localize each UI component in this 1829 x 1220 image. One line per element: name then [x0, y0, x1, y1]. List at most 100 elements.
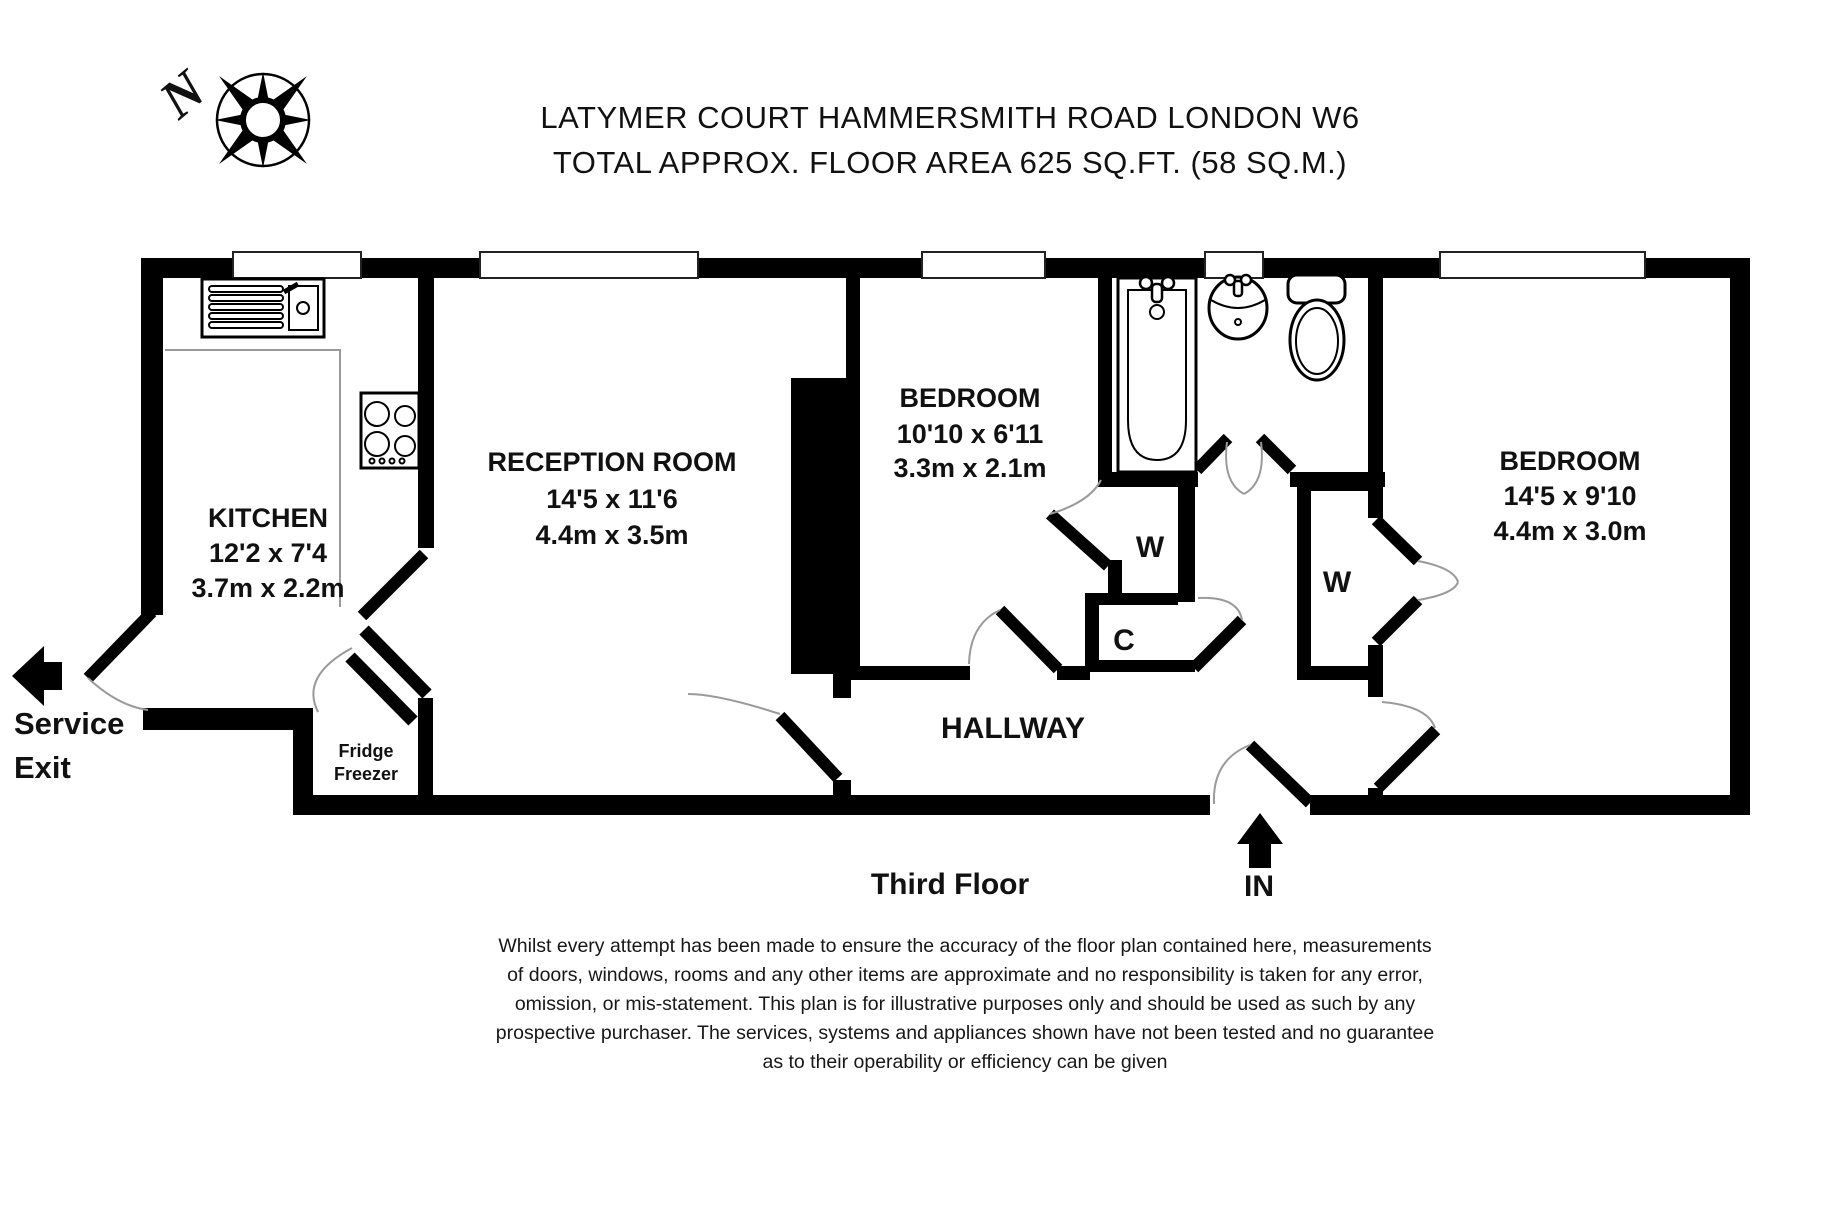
wall-fridge-diagonal: [359, 625, 432, 699]
bedroom2-label: BEDROOM 14'5 x 9'10 4.4m x 3.0m: [1493, 446, 1646, 546]
wall-bathroom-left: [1098, 278, 1112, 477]
door-bed1-arc: [968, 609, 1001, 665]
arrows: [12, 646, 1283, 868]
door-front-leaf: [1245, 740, 1315, 808]
bathtub-icon: [1116, 275, 1198, 474]
bedroom1-imperial: 10'10 x 6'11: [897, 419, 1043, 449]
door-reception-leaf: [775, 711, 843, 783]
kitchen-imperial: 12'2 x 7'4: [209, 538, 327, 568]
disclaimer-line1: Whilst every attempt has been made to en…: [498, 935, 1432, 957]
windows: [232, 251, 1646, 279]
wall-w2-left: [1297, 477, 1311, 680]
bath-outer: [1116, 276, 1198, 474]
bath-tap-left: [1138, 275, 1154, 291]
door-bed1-leaf: [995, 605, 1063, 674]
service-label-line1: Service: [14, 706, 124, 741]
basin-tap: [1232, 279, 1244, 298]
header: LATYMER COURT HAMMERSMITH ROAD LONDON W6…: [540, 100, 1359, 180]
compass-north-label: N: [147, 57, 218, 130]
kitchen-counter-outline: [165, 349, 341, 607]
annotations: Service Exit Third Floor IN: [14, 706, 1274, 903]
bathroom-fixtures: [1116, 273, 1347, 474]
wall-bed1-south-right: [1057, 666, 1090, 680]
header-area: TOTAL APPROX. FLOOR AREA 625 SQ.FT. (58 …: [553, 145, 1347, 180]
entrance-arrow-icon: [1237, 813, 1283, 868]
room-labels: KITCHEN 12'2 x 7'4 3.7m x 2.2m RECEPTION…: [191, 383, 1646, 784]
wall-left: [141, 258, 163, 600]
window-bedroom2: [1439, 251, 1646, 279]
doors: [83, 433, 1459, 808]
wall-step: [293, 708, 313, 815]
post-reception-door-bottom: [833, 780, 851, 797]
kitchen-label: KITCHEN 12'2 x 7'4 3.7m x 2.2m: [191, 503, 344, 603]
wardrobe-right-label: W: [1323, 566, 1352, 599]
bedroom2-name: BEDROOM: [1500, 446, 1641, 476]
door-kitchen-leaf: [357, 549, 429, 621]
fridge-label-line2: Freezer: [334, 764, 398, 784]
header-address: LATYMER COURT HAMMERSMITH ROAD LONDON W6: [540, 100, 1359, 135]
door-wcloset-arc: [1049, 479, 1102, 515]
toilet-bowl: [1288, 298, 1346, 382]
sink-basin: [288, 285, 319, 331]
sink-drainer: [208, 285, 284, 329]
door-fridge-arc: [312, 647, 353, 713]
post-reception-door-top: [833, 674, 851, 698]
bath-inner: [1127, 289, 1187, 462]
cupboard-label: C: [1113, 624, 1135, 657]
disclaimer-line5: as to their operability or efficiency ca…: [762, 1051, 1167, 1073]
bedroom1-metric: 3.3m x 2.1m: [893, 453, 1046, 483]
reception-metric: 4.4m x 3.5m: [535, 520, 688, 550]
disclaimer: Whilst every attempt has been made to en…: [496, 935, 1434, 1073]
door-bathroom-leaf-right: [1255, 433, 1297, 475]
wall-cupboard-left: [1085, 593, 1099, 672]
inner-walls: [141, 258, 1385, 810]
window-bedroom1: [921, 251, 1046, 279]
hob-icon: [359, 391, 421, 470]
reception-imperial: 14'5 x 11'6: [546, 484, 677, 514]
wall-cupboard-bottom: [1085, 660, 1195, 672]
door-fridge-leaf: [345, 652, 418, 726]
hallway-label: HALLWAY: [941, 712, 1085, 745]
door-bed2-arc: [1381, 701, 1436, 729]
window-reception: [479, 251, 699, 279]
door-wcloset-leaf: [1045, 509, 1113, 571]
compass-hub: [240, 97, 286, 143]
door-cupboard-leaf: [1189, 615, 1247, 673]
floor-label: Third Floor: [871, 868, 1030, 901]
kitchen-name: KITCHEN: [208, 503, 328, 533]
wall-w2-bottom: [1297, 666, 1380, 680]
bedroom2-imperial: 14'5 x 9'10: [1504, 481, 1637, 511]
wall-fridge-right: [418, 698, 433, 798]
wall-w2-top: [1297, 477, 1383, 491]
door-bed2-leaf: [1373, 725, 1441, 793]
bath-spout: [1150, 282, 1164, 304]
disclaimer-line3: omission, or mis-statement. This plan is…: [515, 993, 1416, 1015]
sink-icon: [200, 277, 326, 339]
window-kitchen: [232, 251, 362, 279]
basin-rim: [1210, 299, 1266, 309]
bath-drain: [1149, 304, 1165, 320]
toilet-icon: [1286, 273, 1347, 382]
disclaimer-line4: prospective purchaser. The services, sys…: [496, 1022, 1434, 1044]
wardrobe-left-label: W: [1136, 531, 1165, 564]
kitchen-fixtures: [165, 277, 421, 607]
fridge-label-line1: Fridge: [338, 741, 393, 761]
wall-bed1-divider-top: [846, 278, 860, 386]
wall-bottom-left: [293, 795, 1210, 815]
reception-name: RECEPTION ROOM: [487, 447, 736, 477]
door-cupboard-arc: [1197, 596, 1243, 621]
basin-drain: [1234, 318, 1242, 326]
door-bathroom-leaf-left: [1192, 433, 1233, 475]
bedroom1-label: BEDROOM 10'10 x 6'11 3.3m x 2.1m: [893, 383, 1046, 483]
wall-bed1-south-left: [848, 666, 970, 680]
wall-bathroom-right: [1368, 258, 1383, 518]
sink-drain: [296, 301, 310, 315]
post-bed2-door-top: [1368, 645, 1383, 697]
door-reception-arc: [687, 693, 781, 715]
wall-right: [1730, 258, 1750, 815]
service-label-line2: Exit: [14, 750, 71, 785]
wall-bath-bottom: [1098, 472, 1198, 487]
door-front-arc: [1212, 744, 1251, 805]
door-service-leaf: [83, 607, 157, 683]
